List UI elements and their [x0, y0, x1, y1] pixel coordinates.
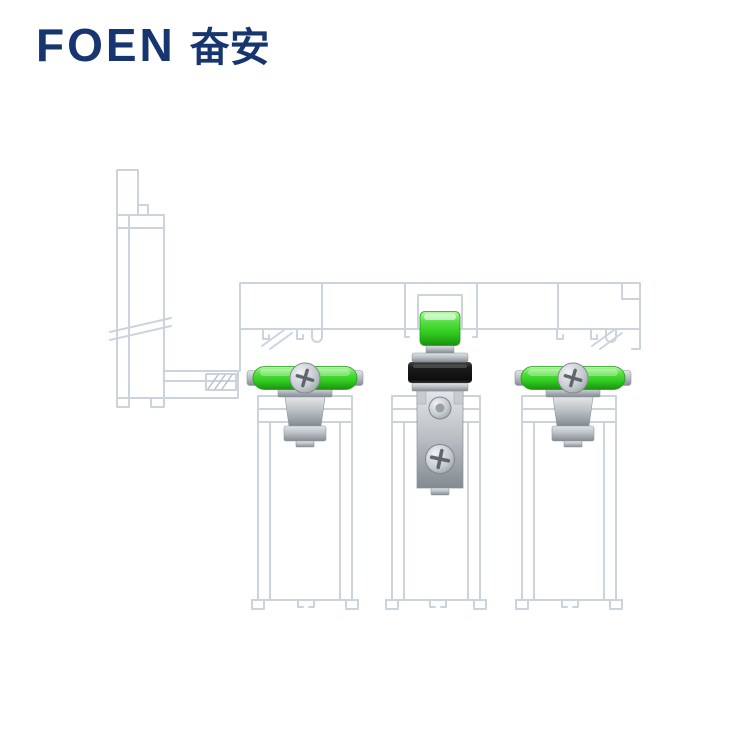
brand-logo: FOEN 奋安 — [36, 22, 270, 68]
base-plate — [411, 382, 469, 392]
roller-assembly-left — [245, 361, 365, 449]
roller-assembly-right — [513, 361, 633, 449]
gasket-seal — [205, 373, 237, 391]
left-frame-profile — [109, 169, 239, 408]
track-bottom-hooks — [262, 328, 617, 343]
brand-logo-text-en: FOEN — [36, 19, 176, 71]
anti-lift-slot — [417, 294, 463, 330]
brand-logo-text-cn: 奋安 — [189, 26, 270, 70]
flange-disc — [411, 352, 469, 363]
break-marks-left-profile — [109, 317, 172, 341]
break-marks-track — [261, 329, 623, 350]
phillips-screw — [425, 444, 455, 474]
anti-lift-block — [408, 311, 472, 496]
gasket-hatch — [207, 374, 233, 390]
